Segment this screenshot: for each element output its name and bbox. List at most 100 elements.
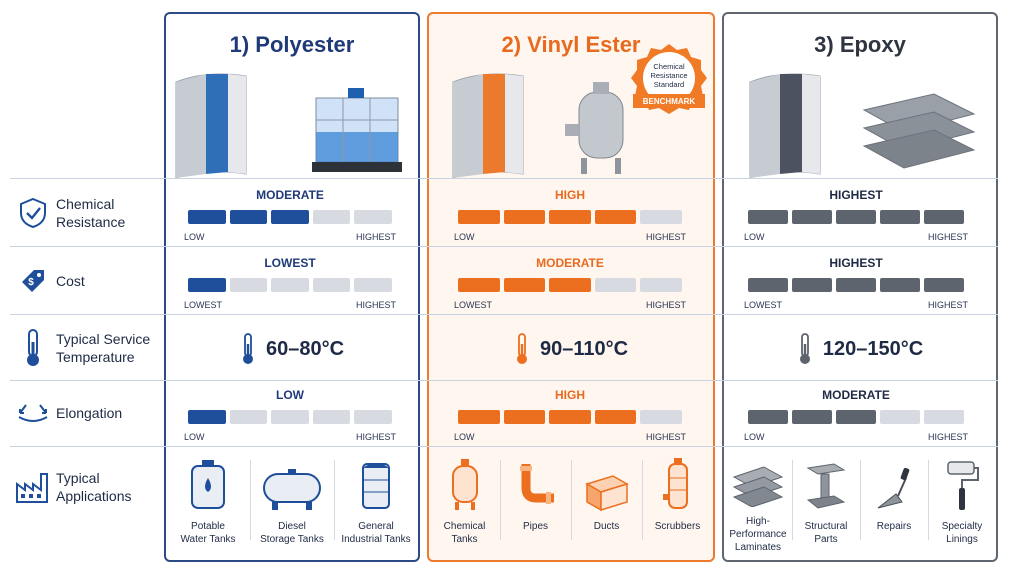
column-title-epoxy: 3) Epoxy: [814, 32, 906, 57]
application-line-1: Ducts: [593, 521, 620, 532]
bar-segment: [229, 210, 268, 224]
chemical-tank-icon: [451, 459, 478, 510]
bar-segment: [549, 210, 591, 224]
rating-vinyl-cost: MODERATE LOWEST HIGHEST: [454, 256, 686, 312]
scale-low-label: LOWEST: [454, 300, 493, 310]
rating-epoxy-elongation: MODERATE LOW HIGHEST: [744, 388, 968, 444]
rating-label: LOWEST: [264, 256, 316, 270]
bar-segment: [549, 410, 591, 424]
thermometer-icon: [27, 329, 39, 366]
row-divider: [10, 314, 998, 315]
bar-segment: [748, 278, 788, 292]
bar-segment: [836, 210, 876, 224]
scale-high-label: HIGHEST: [355, 300, 396, 310]
application-line-2: Parts: [814, 534, 838, 545]
industrial-tank-icon: [362, 463, 390, 509]
polyester-hero-illustration: [175, 73, 402, 179]
scale-high-label: HIGHEST: [355, 232, 396, 242]
elongation-label: Elongation: [56, 405, 123, 421]
row-divider: [10, 178, 998, 179]
factory-icon: [16, 473, 48, 503]
application-line-1: High-Performance: [729, 516, 787, 540]
rating-epoxy-cost: HIGHEST LOWEST HIGHEST: [744, 256, 968, 312]
shield-check-icon: [20, 197, 46, 229]
row-label-cost: $ Cost: [10, 254, 164, 308]
scale-low-label: LOWEST: [744, 300, 783, 310]
rating-label: MODERATE: [536, 256, 604, 270]
scale-high-label: HIGHEST: [645, 432, 686, 442]
application-line-1: Specialty: [941, 521, 983, 532]
bar-segment: [188, 210, 226, 224]
bar-segment: [836, 410, 876, 424]
chemical-label-1: Chemical: [56, 196, 115, 212]
bar-segment: [549, 278, 591, 292]
application-item: Pipes: [500, 454, 571, 554]
bar-segment: [354, 410, 392, 424]
column-title-vinyl-ester: 2) Vinyl Ester: [501, 32, 641, 57]
scale-low-label: LOW: [744, 432, 765, 442]
bar-segment: [503, 410, 546, 424]
rating-vinyl-elongation: HIGH LOW HIGHEST: [454, 388, 686, 444]
bar-segment: [312, 278, 351, 292]
benchmark-badge: Chemical Resistance Standard BENCHMARK: [631, 44, 707, 114]
bar-segment: [354, 278, 392, 292]
temperature-value: 60–80°C: [265, 337, 345, 360]
application-item: Ducts: [571, 454, 642, 554]
svg-text:$: $: [28, 277, 34, 288]
scale-low-label: LOW: [454, 432, 475, 442]
bar-segment: [188, 410, 226, 424]
chemical-label-2: Resistance: [56, 214, 126, 230]
bar-segment: [503, 210, 546, 224]
application-line-1: Structural: [804, 521, 848, 532]
rating-label: MODERATE: [256, 188, 324, 202]
bar-segment: [458, 410, 500, 424]
scale-high-label: HIGHEST: [355, 432, 396, 442]
thermometer-icon: [516, 333, 527, 364]
thermometer-icon: [799, 333, 810, 364]
bar-segment: [924, 410, 964, 424]
bar-segment: [836, 278, 876, 292]
bar-segment: [880, 210, 920, 224]
application-line-2: Linings: [946, 534, 978, 545]
scrubber-icon: [662, 458, 688, 509]
rating-label: HIGH: [555, 188, 585, 202]
pipe-icon: [519, 464, 554, 504]
bar-segment: [312, 210, 351, 224]
rating-polyester-elongation: LOW LOW HIGHEST: [184, 388, 396, 444]
application-line-1: General: [358, 521, 394, 532]
bar-segment: [229, 278, 268, 292]
bar-segment: [880, 278, 920, 292]
temperature-label-2: Temperature: [56, 349, 135, 365]
bar-segment: [792, 210, 832, 224]
temperature-polyester: 60–80°C: [166, 324, 418, 374]
applications-label-1: Typical: [56, 470, 100, 486]
bar-segment: [748, 410, 788, 424]
rating-label: HIGH: [555, 388, 585, 402]
rating-label: HIGHEST: [829, 188, 883, 202]
bar-segment: [271, 410, 309, 424]
temperature-vinyl-ester: 90–110°C: [429, 324, 713, 374]
bar-segment: [271, 210, 309, 224]
water-tank-icon: [191, 460, 225, 509]
bar-segment: [640, 278, 682, 292]
application-line-1: Repairs: [876, 521, 912, 532]
application-item: Repairs: [860, 454, 928, 554]
bar-segment: [594, 278, 637, 292]
application-line-1: Chemical: [443, 521, 486, 532]
application-line-1: Scrubbers: [654, 521, 701, 532]
temperature-value: 120–150°C: [822, 337, 924, 360]
bar-segment: [792, 278, 832, 292]
application-line-1: Diesel: [278, 521, 306, 532]
scale-high-label: HIGHEST: [927, 432, 968, 442]
rating-label: LOW: [276, 388, 304, 402]
trowel-icon: [877, 467, 910, 509]
bar-segment: [354, 210, 392, 224]
